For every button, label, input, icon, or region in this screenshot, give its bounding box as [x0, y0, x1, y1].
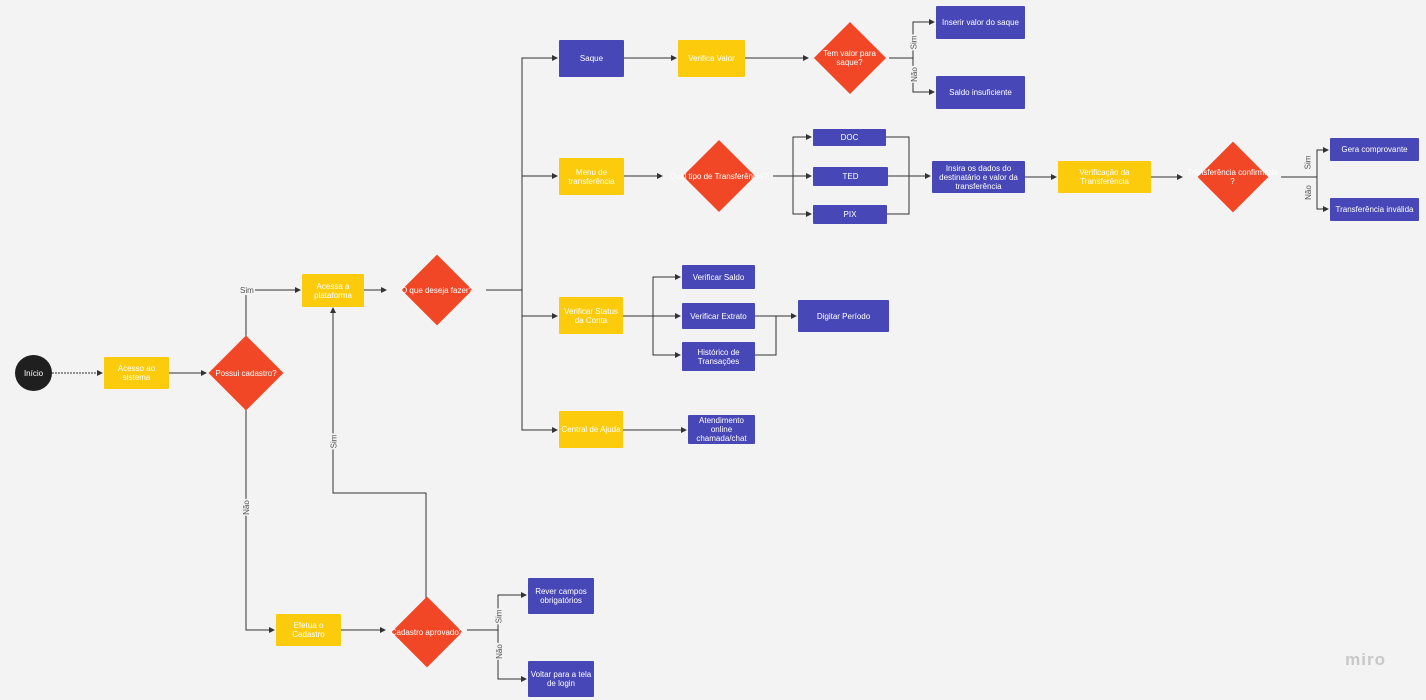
node-verificar-saldo-label: Verificar Saldo	[692, 272, 745, 282]
link-possui-acessa	[245, 287, 301, 336]
node-doc[interactable]: DOC	[813, 129, 886, 146]
label-sim-rever: Sim	[494, 608, 504, 625]
node-inicio[interactable]: Início	[15, 355, 52, 391]
label-nao-saldo: Não	[909, 66, 919, 83]
node-verificar-status-label: Verificar Status da Conta	[564, 306, 618, 325]
node-qual-tipo[interactable]: Qual tipo de Transferência?	[664, 146, 773, 206]
node-digitar-periodo-label: Digitar Período	[816, 311, 871, 321]
node-verifica-valor-label: Verifica Valor	[688, 54, 735, 63]
label-nao-cadastro: Não	[241, 499, 251, 516]
node-inicio-label: Início	[23, 368, 44, 378]
node-verificar-status[interactable]: Verificar Status da Conta	[559, 297, 623, 334]
node-voltar-login-label: Voltar para a tela de login	[530, 670, 592, 688]
node-qual-tipo-label: Qual tipo de Transferência?	[669, 171, 768, 181]
node-acesso-sistema[interactable]: Acesso ao sistema	[104, 357, 169, 389]
node-gera-comprovante[interactable]: Gera comprovante	[1330, 138, 1419, 161]
node-atendimento-online[interactable]: Atendimento online chamada/chat	[688, 415, 755, 444]
link-status-historico	[652, 316, 681, 358]
node-doc-label: DOC	[840, 133, 859, 142]
link-branch-status	[521, 290, 558, 319]
node-rever-campos-label: Rever campos obrigatórios	[535, 587, 587, 605]
node-historico-transacoes-label: Histórico de Transações	[697, 347, 740, 366]
node-central-ajuda-label: Central de Ajuda	[561, 425, 621, 434]
link-qual-pix	[792, 176, 812, 217]
node-verificar-extrato[interactable]: Verificar Extrato	[682, 303, 755, 329]
node-o-que-deseja[interactable]: O que deseja fazer?	[388, 260, 486, 320]
link-branch-saque	[521, 55, 558, 290]
node-atendimento-online-label: Atendimento online chamada/chat	[696, 416, 747, 443]
node-menu-transferencia[interactable]: Menu de transferência	[559, 158, 624, 195]
node-verificacao-transferencia[interactable]: Verificação da Transferência	[1058, 161, 1151, 193]
label-nao-invalida: Não	[1303, 184, 1313, 201]
node-transferencia-invalida[interactable]: Transferência inválida	[1330, 198, 1419, 221]
node-inserir-valor-label: Inserir valor do saque	[942, 18, 1019, 27]
node-tem-valor[interactable]: Tem valor para saque?	[810, 22, 889, 94]
node-pix-label: PIX	[843, 210, 857, 219]
link-historico-digitar	[755, 316, 777, 356]
node-verificar-extrato-label: Verificar Extrato	[690, 311, 747, 321]
label-sim-gera: Sim	[1303, 154, 1313, 171]
node-saldo-insuficiente[interactable]: Saldo insuficiente	[936, 76, 1025, 109]
node-rever-campos[interactable]: Rever campos obrigatórios	[528, 578, 594, 614]
label-nao-voltar: Não	[494, 643, 504, 660]
node-saque-label: Saque	[579, 54, 604, 63]
link-aprovado-acessa	[330, 307, 427, 600]
node-historico-transacoes[interactable]: Histórico de Transações	[682, 342, 755, 371]
node-cadastro-aprovado[interactable]: Cadastro aprovado?	[387, 600, 467, 664]
node-central-ajuda[interactable]: Central de Ajuda	[559, 411, 623, 448]
node-insira-dados-label: Insira os dados do destinatário e valor …	[939, 163, 1018, 191]
node-inserir-valor[interactable]: Inserir valor do saque	[936, 6, 1025, 39]
link-branch-central	[521, 316, 558, 433]
node-saldo-insuficiente-label: Saldo insuficiente	[949, 88, 1012, 97]
node-possui-cadastro-label: Possui cadastro?	[215, 368, 277, 378]
node-insira-dados[interactable]: Insira os dados do destinatário e valor …	[932, 161, 1025, 193]
node-acesso-sistema-label: Acesso ao sistema	[117, 364, 156, 382]
link-conf-gera	[1281, 147, 1329, 178]
link-possui-efetua	[245, 410, 275, 633]
node-transferencia-invalida-label: Transferência inválida	[1335, 205, 1414, 214]
node-pix[interactable]: PIX	[813, 205, 887, 224]
node-acessa-plataforma-label: Acessa a plataforma	[314, 281, 352, 300]
label-sim-aprovado-plataforma: Sim	[329, 433, 339, 450]
node-verifica-valor[interactable]: Verifica Valor	[678, 40, 745, 77]
node-ted-label: TED	[842, 172, 859, 181]
node-gera-comprovante-label: Gera comprovante	[1341, 145, 1408, 154]
node-o-que-deseja-label: O que deseja fazer?	[400, 285, 474, 295]
node-transferencia-confirmada[interactable]: Transferência confirmada ?	[1184, 143, 1281, 211]
label-sim-acessa: Sim	[239, 286, 255, 295]
node-cadastro-aprovado-label: Cadastro aprovado?	[390, 627, 464, 637]
node-ted[interactable]: TED	[813, 167, 888, 186]
node-efetua-cadastro-label: Efetua o Cadastro	[292, 621, 325, 639]
node-possui-cadastro[interactable]: Possui cadastro?	[208, 336, 284, 410]
node-verificacao-transferencia-label: Verificação da Transferência	[1079, 168, 1130, 186]
node-acessa-plataforma[interactable]: Acessa a plataforma	[302, 274, 364, 307]
node-verificar-saldo[interactable]: Verificar Saldo	[682, 265, 755, 289]
miro-logo: miro	[1345, 650, 1386, 669]
node-digitar-periodo[interactable]: Digitar Período	[798, 300, 889, 332]
node-saque[interactable]: Saque	[559, 40, 624, 77]
node-voltar-login[interactable]: Voltar para a tela de login	[528, 661, 594, 697]
link-conf-invalida	[1316, 177, 1329, 212]
node-menu-transferencia-label: Menu de transferência	[568, 167, 615, 186]
link-status-saldo	[623, 274, 681, 317]
node-efetua-cadastro[interactable]: Efetua o Cadastro	[276, 614, 341, 646]
label-sim-inserir: Sim	[909, 34, 919, 51]
node-transferencia-confirmada-label: Transferência confirmada ?	[1187, 168, 1278, 186]
node-tem-valor-label: Tem valor para saque?	[823, 49, 876, 67]
link-qual-doc	[773, 134, 812, 177]
